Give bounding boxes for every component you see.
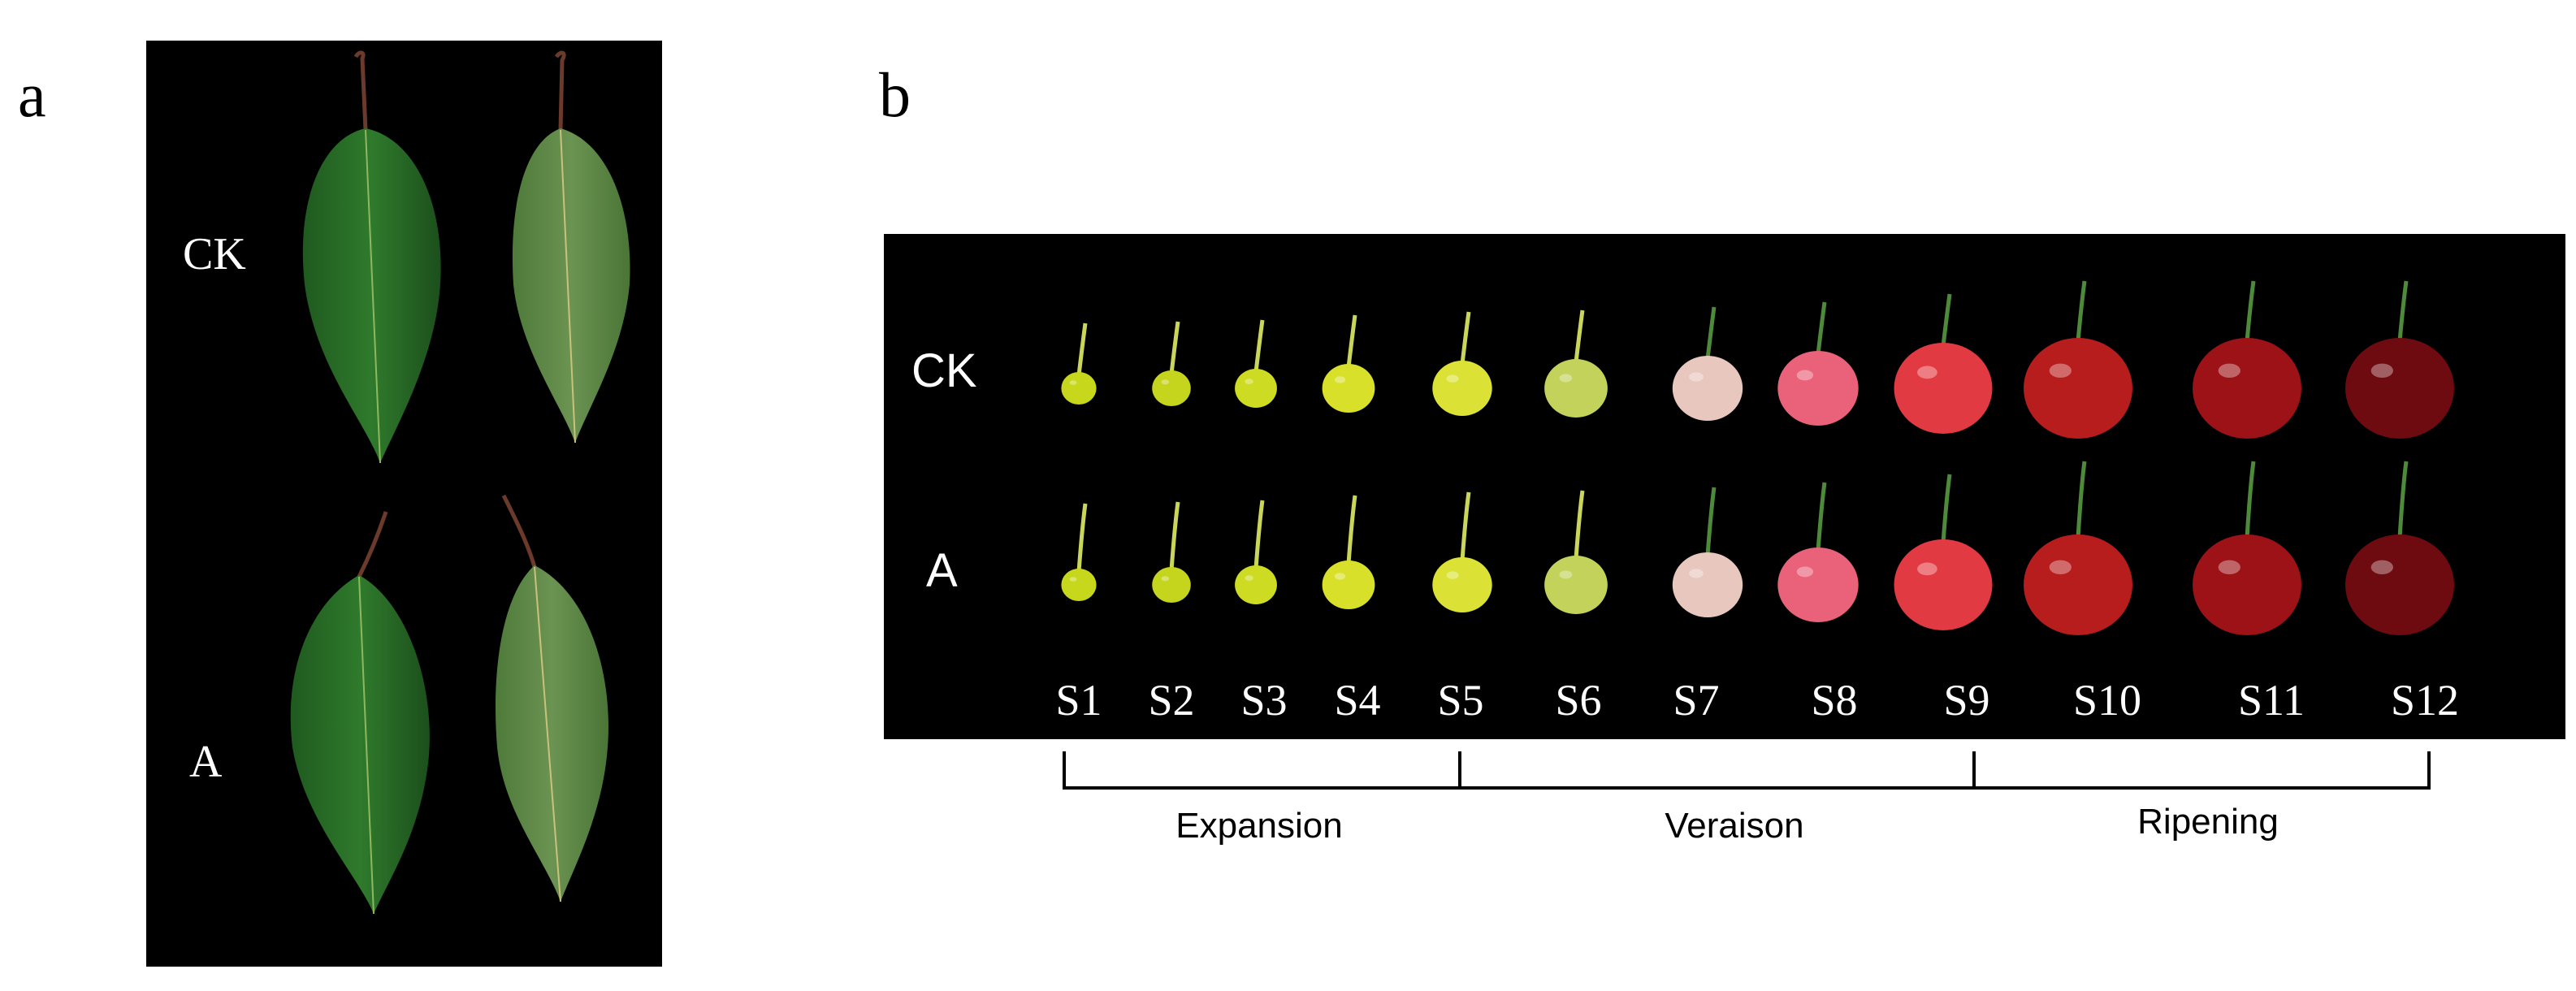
cherry-a-s10 [2024, 461, 2132, 635]
phase-label-ripening: Ripening [2137, 802, 2279, 842]
cherry-a-s9 [1894, 474, 1993, 630]
cherry-a-s12 [2345, 461, 2454, 635]
panel-b-letter: b [879, 59, 911, 130]
cherry-ck-s1 [1061, 322, 1097, 405]
cherry-ck-s11 [2193, 280, 2301, 439]
cherry-a-s4 [1322, 495, 1375, 609]
cherry-a-s5 [1432, 491, 1492, 612]
fruit-illustration [1061, 280, 2454, 635]
cherry-ck-s4 [1322, 314, 1375, 413]
stage-label-s6: S6 [1555, 676, 1602, 725]
leaf-ck-upper-side [302, 50, 441, 464]
cherry-ck-s7 [1672, 306, 1743, 421]
panel-b-label-ck: CK [911, 344, 977, 397]
cherry-a-s8 [1777, 482, 1859, 622]
stage-label-s5: S5 [1437, 676, 1484, 725]
cherry-ck-s10 [2024, 280, 2132, 439]
stage-label-s8: S8 [1811, 676, 1858, 725]
leaf-ck-lower-side [512, 50, 630, 444]
cherry-ck-s9 [1894, 293, 1993, 434]
cherry-ck-s3 [1235, 319, 1277, 408]
stage-label-s2: S2 [1148, 676, 1195, 725]
cherry-ck-s5 [1432, 311, 1492, 416]
cherry-a-s11 [2193, 461, 2301, 635]
panel-a-label-ck: CK [183, 229, 246, 279]
cherry-ck-s12 [2345, 280, 2454, 439]
panel-a-label-a: A [189, 737, 223, 787]
stage-label-s1: S1 [1055, 676, 1102, 725]
cherry-a-s7 [1672, 487, 1743, 617]
panel-a-letter: a [18, 59, 46, 130]
cherry-ck-s2 [1152, 321, 1191, 406]
phase-bracket-tick-end [2427, 751, 2431, 790]
cherry-ck-s8 [1777, 301, 1859, 426]
phase-bracket-tick-s9 [1972, 751, 1976, 790]
leaf-a-lower-side [495, 494, 608, 902]
phase-bracket-baseline [1063, 786, 2431, 790]
cherry-a-s3 [1235, 500, 1277, 604]
stage-label-s11: S11 [2237, 676, 2305, 725]
cherry-a-s1 [1061, 503, 1097, 601]
panel-b-label-a: A [926, 544, 958, 597]
phase-bracket-tick-start [1063, 751, 1066, 790]
stage-label-s9: S9 [1943, 676, 1990, 725]
leaf-photo [146, 41, 662, 967]
phase-bracket-tick-s5 [1458, 751, 1461, 790]
fruit-photo [884, 234, 2565, 739]
stage-label-s4: S4 [1334, 676, 1381, 725]
phase-label-expansion: Expansion [1175, 806, 1343, 846]
leaf-a-upper-side [290, 511, 430, 915]
leaf-illustration [290, 50, 630, 915]
phase-label-veraison: Veraison [1665, 806, 1804, 846]
cherry-a-s2 [1152, 501, 1191, 603]
cherry-a-s6 [1544, 490, 1608, 614]
stage-label-s10: S10 [2072, 676, 2142, 725]
cherry-ck-s6 [1544, 309, 1608, 418]
stage-label-s12: S12 [2390, 676, 2460, 725]
stage-label-s3: S3 [1240, 676, 1288, 725]
stage-label-s7: S7 [1673, 676, 1720, 725]
